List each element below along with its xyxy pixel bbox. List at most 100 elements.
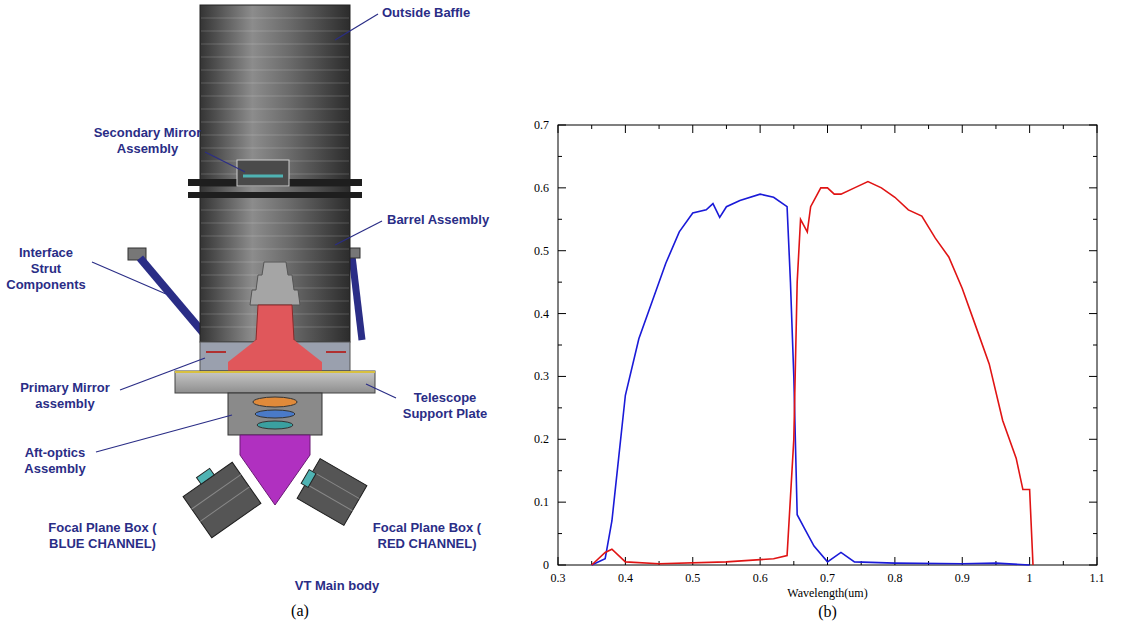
panel-label: (b) bbox=[808, 603, 848, 621]
baffle-ring bbox=[201, 135, 349, 136]
leader-line bbox=[366, 384, 396, 398]
tick-mark bbox=[1089, 439, 1097, 440]
tick-mark bbox=[861, 125, 862, 129]
tick-mark bbox=[1097, 557, 1098, 565]
tick-mark bbox=[726, 125, 727, 129]
part-label: Aft-optics Assembly bbox=[10, 445, 100, 477]
curves bbox=[592, 182, 1033, 565]
baffle-ring bbox=[201, 148, 349, 149]
baffle-ring bbox=[201, 210, 349, 211]
tick-mark bbox=[558, 345, 562, 346]
tick-mark bbox=[692, 125, 693, 133]
focal-box-body bbox=[183, 462, 261, 537]
aft-optics bbox=[228, 393, 322, 435]
tick-mark bbox=[558, 376, 566, 377]
tick-mark bbox=[1093, 282, 1097, 283]
baffle-ring bbox=[201, 83, 349, 84]
baffle-ring bbox=[201, 70, 349, 71]
lens bbox=[257, 421, 293, 429]
tick-label: 0.2 bbox=[509, 432, 549, 446]
part-label: Outside Baffle bbox=[382, 5, 512, 21]
tick-mark bbox=[692, 557, 693, 565]
baffle-ring bbox=[201, 31, 349, 32]
tick-label: 0.6 bbox=[740, 571, 780, 585]
baffle-ring bbox=[201, 236, 349, 237]
tick-mark bbox=[558, 407, 562, 408]
part-label: Telescope Support Plate bbox=[395, 390, 495, 422]
tick-label: 0.5 bbox=[509, 244, 549, 258]
tick-mark bbox=[558, 565, 566, 566]
tick-mark bbox=[1089, 250, 1097, 251]
tick-mark bbox=[1093, 345, 1097, 346]
tick-label: 1.1 bbox=[1077, 571, 1117, 585]
part-label: Interface Strut Components bbox=[2, 245, 90, 293]
flange-ring bbox=[188, 192, 362, 198]
tick-mark bbox=[659, 125, 660, 129]
part-label: VT Main body bbox=[272, 578, 402, 594]
mirror-detail bbox=[326, 351, 346, 353]
tick-mark bbox=[1097, 125, 1098, 133]
tick-label: 0.8 bbox=[875, 571, 915, 585]
tick-label: 0.3 bbox=[509, 369, 549, 383]
central-baffle bbox=[228, 340, 322, 371]
tick-label: 0.9 bbox=[942, 571, 982, 585]
tick-mark bbox=[928, 125, 929, 129]
tick-label: 0.7 bbox=[808, 571, 848, 585]
mirror-detail bbox=[206, 351, 226, 353]
transmission-curve bbox=[592, 194, 1030, 565]
tick-label: 0.4 bbox=[509, 307, 549, 321]
tick-mark bbox=[625, 125, 626, 133]
part-label: Focal Plane Box ( RED CHANNEL) bbox=[362, 520, 492, 552]
tick-mark bbox=[591, 125, 592, 129]
leader-lines bbox=[92, 14, 396, 452]
tick-mark bbox=[558, 557, 559, 565]
tick-mark bbox=[1089, 565, 1097, 566]
focal-plane-box bbox=[294, 457, 367, 526]
focal-box-detail bbox=[301, 470, 316, 488]
tick-mark bbox=[1093, 156, 1097, 157]
tick-label: 0.7 bbox=[509, 118, 549, 132]
tick-mark bbox=[1063, 125, 1064, 129]
tick-mark bbox=[1029, 125, 1030, 133]
focal-box-detail bbox=[306, 484, 353, 511]
tick-mark bbox=[793, 561, 794, 565]
baffle-ring bbox=[201, 57, 349, 58]
baffle-ring bbox=[201, 223, 349, 224]
tick-mark bbox=[1089, 187, 1097, 188]
baffle-ring bbox=[201, 44, 349, 45]
tick-mark bbox=[558, 250, 566, 251]
tick-mark bbox=[827, 125, 828, 133]
plot-frame bbox=[558, 125, 1097, 565]
baffle-ring bbox=[201, 109, 349, 110]
leader-line bbox=[335, 14, 378, 40]
part-label: Barrel Assembly bbox=[387, 212, 517, 228]
part-label: Secondary Mirror Assembly bbox=[85, 125, 210, 157]
tick-mark bbox=[1093, 533, 1097, 534]
tick-mark bbox=[558, 470, 562, 471]
secondary-mirror bbox=[237, 160, 289, 186]
focal-box-detail bbox=[197, 468, 215, 484]
tick-mark bbox=[1093, 470, 1097, 471]
leader-line bbox=[120, 358, 205, 390]
axis-ticks bbox=[558, 125, 1097, 565]
tick-mark bbox=[558, 502, 566, 503]
leader-line bbox=[205, 152, 245, 172]
part-label: Focal Plane Box ( BLUE CHANNEL) bbox=[35, 520, 170, 552]
transmission-curve bbox=[592, 182, 1033, 565]
baffle-ring bbox=[201, 18, 349, 19]
inner-baffle bbox=[250, 262, 300, 305]
plate-edge bbox=[175, 371, 375, 373]
tick-mark bbox=[1089, 313, 1097, 314]
tick-mark bbox=[1093, 219, 1097, 220]
tick-mark bbox=[558, 219, 562, 220]
leader-line bbox=[335, 221, 382, 245]
interface-strut bbox=[140, 258, 205, 335]
leader-line bbox=[96, 415, 232, 452]
tick-mark bbox=[1029, 557, 1030, 565]
outside-baffle bbox=[200, 5, 350, 180]
tick-mark bbox=[760, 125, 761, 133]
tick-mark bbox=[558, 439, 566, 440]
leader-line bbox=[92, 262, 166, 294]
